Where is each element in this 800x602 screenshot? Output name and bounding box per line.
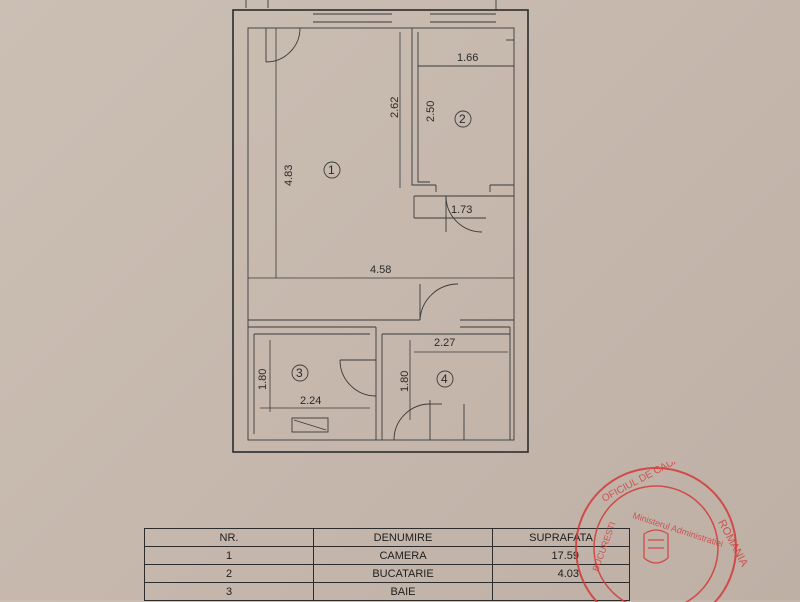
door-entrance (393, 400, 465, 441)
room-number-3: 3 (291, 364, 309, 382)
cell-nr: 1 (144, 546, 314, 565)
stamp-inner-text: Ministerul Administratiei (631, 510, 724, 549)
door-room1 (265, 27, 301, 63)
coat-of-arms-icon (643, 529, 669, 564)
dim-room1-height: 4.83 (283, 165, 295, 186)
svg-text:1: 1 (328, 163, 335, 177)
room-number-1: 1 (323, 161, 341, 179)
cell-denumire: BAIE (313, 582, 493, 601)
dim-hall-width: 2.27 (434, 337, 455, 349)
dim-room1-inner: 2.62 (389, 97, 401, 118)
svg-text:3: 3 (296, 366, 303, 380)
area-table: NR. DENUMIRE SUPRAFATA 1 CAMERA 17.59 2 … (144, 528, 630, 601)
dim-hall-height: 1.80 (399, 371, 411, 392)
outer-walls (232, 9, 529, 453)
dim-kitchen-width: 1.66 (457, 52, 478, 64)
stamp-outer-text: OFICIUL DE CADASTRU SI PUBLICITATE IMOBI… (600, 462, 748, 505)
table-row: 2 BUCATARIE 4.03 (144, 564, 630, 583)
cell-nr: 3 (144, 582, 314, 601)
room-number-2: 2 (454, 110, 472, 128)
dim-kitchen-door: 1.73 (451, 204, 472, 216)
dim-kitchen-height: 2.50 (425, 101, 437, 122)
dim-room1-width: 4.58 (370, 264, 391, 276)
bath-fixture (291, 417, 329, 433)
cell-denumire: BUCATARIE (313, 564, 493, 583)
cell-denumire: CAMERA (313, 546, 493, 565)
cell-nr: 2 (144, 564, 314, 583)
door-bath (339, 359, 377, 397)
door-kitchen (413, 195, 514, 233)
header-nr: NR. (144, 528, 314, 547)
svg-text:2: 2 (459, 112, 466, 126)
svg-text:4: 4 (441, 372, 448, 386)
lower-walls (248, 319, 514, 440)
kitchen-walls (411, 28, 514, 192)
header-denumire: DENUMIRE (313, 528, 493, 547)
door-hall (419, 283, 459, 321)
cadastre-stamp: OFICIUL DE CADASTRU SI PUBLICITATE IMOBI… (575, 462, 748, 602)
room-number-4: 4 (436, 370, 454, 388)
dim-bath-width: 2.24 (300, 395, 321, 407)
dim-bath-height: 1.80 (257, 369, 269, 390)
cell-suprafata: 4.03 (492, 564, 630, 583)
